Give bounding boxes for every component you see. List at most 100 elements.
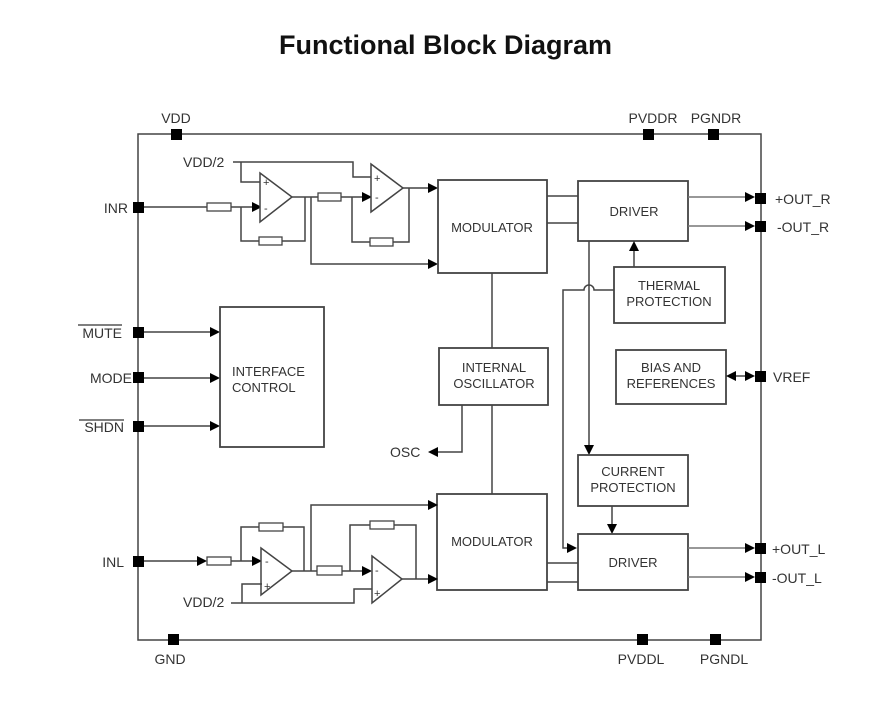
text-driver-r: DRIVER xyxy=(609,204,658,219)
wire-fb2 xyxy=(351,197,370,243)
opamp-l1 xyxy=(260,546,294,597)
chip-boundary xyxy=(137,133,762,641)
label-pvddl: PVDDL xyxy=(618,651,665,667)
arrow-drv-l-thermal xyxy=(567,543,577,553)
wire-l-vddhalf-amp2 xyxy=(231,588,372,604)
pin-pgndr xyxy=(708,129,719,140)
resistor-l-fb1 xyxy=(258,522,284,532)
arrow-osc-out xyxy=(428,447,438,457)
wire-thermal-drv-l xyxy=(562,284,614,549)
arrow-inl xyxy=(197,556,207,566)
arrow-out-r-neg xyxy=(745,221,755,231)
text-thermal-1: THERMAL xyxy=(638,278,700,293)
label-vdd-half-bottom: VDD/2 xyxy=(183,594,224,610)
label-pgndr: PGNDR xyxy=(691,110,742,126)
pin-mute xyxy=(133,327,144,338)
label-osc: OSC xyxy=(390,444,420,460)
arrow-out-r-pos xyxy=(745,192,755,202)
pin-out-l-pos xyxy=(755,543,766,554)
text-bias-2: REFERENCES xyxy=(627,376,716,391)
text-current-2: PROTECTION xyxy=(590,480,675,495)
resistor-r-mid xyxy=(317,192,342,202)
wire-l-vddhalf-amp1 xyxy=(241,583,262,603)
label-out-l-neg: -OUT_L xyxy=(772,570,822,586)
arrow-thermal-drv xyxy=(629,241,639,251)
block-driver-l xyxy=(577,533,689,591)
label-out-r-pos: +OUT_R xyxy=(775,191,831,207)
resistor-r-fb1 xyxy=(258,236,283,246)
wire-vddhalf-amp2 xyxy=(233,161,372,178)
block-internal-oscillator xyxy=(438,347,549,406)
arrow-current-drv xyxy=(607,524,617,534)
wire-l-fb2b xyxy=(394,524,417,579)
opamp-r1 xyxy=(259,171,294,224)
arrow-shdn xyxy=(210,421,220,431)
wire-vddhalf-amp1 xyxy=(240,162,262,183)
arrow-amp1-in xyxy=(252,202,262,212)
pin-pvddl xyxy=(637,634,648,645)
pin-mode xyxy=(133,372,144,383)
label-mute: MUTE xyxy=(82,325,122,341)
arrow-vref-left xyxy=(726,371,736,381)
pin-out-r-neg xyxy=(755,221,766,232)
arrow-mod-l-in1 xyxy=(428,500,438,510)
text-driver-l: DRIVER xyxy=(608,555,657,570)
arrow-current-in xyxy=(584,445,594,455)
opamp-l2 xyxy=(371,554,404,605)
wire-fb2b xyxy=(393,188,410,243)
label-gnd: GND xyxy=(154,651,185,667)
label-vdd-half-top: VDD/2 xyxy=(183,154,224,170)
resistor-l-in xyxy=(206,556,232,566)
resistor-r-in xyxy=(206,202,232,212)
pin-shdn xyxy=(133,421,144,432)
block-driver-r xyxy=(577,180,689,242)
text-current-1: CURRENT xyxy=(601,464,665,479)
arrow-mode xyxy=(210,373,220,383)
pin-inl xyxy=(133,556,144,567)
opamp-r2 xyxy=(370,162,405,214)
arrow-amp2-in xyxy=(362,192,372,202)
text-thermal-2: PROTECTION xyxy=(626,294,711,309)
label-pgndl: PGNDL xyxy=(700,651,748,667)
text-bias-1: BIAS AND xyxy=(641,360,701,375)
label-vref: VREF xyxy=(773,369,810,385)
label-vdd: VDD xyxy=(161,110,191,126)
pin-inr xyxy=(133,202,144,213)
label-pvddr: PVDDR xyxy=(628,110,677,126)
wire-fb1 xyxy=(240,207,259,242)
text-interface-1: INTERFACE xyxy=(232,364,305,379)
arrow-l-amp1-in xyxy=(252,556,262,566)
label-shdn: SHDN xyxy=(84,419,124,435)
block-current-protection xyxy=(577,454,689,507)
block-modulator-r xyxy=(437,179,548,274)
sign-plus: + xyxy=(374,173,380,185)
wire-l-amp1-mod xyxy=(310,504,428,571)
pin-pvddr xyxy=(643,129,654,140)
sign-plus: + xyxy=(374,588,380,600)
sign-minus: - xyxy=(264,203,268,215)
text-modulator-l: MODULATOR xyxy=(451,534,533,549)
pin-vdd xyxy=(171,129,182,140)
block-modulator-l xyxy=(436,493,548,591)
resistor-l-fb2 xyxy=(369,520,395,530)
pin-gnd xyxy=(168,634,179,645)
label-inr: INR xyxy=(104,200,128,216)
sign-plus: + xyxy=(264,581,270,593)
text-osc-1: INTERNAL xyxy=(462,360,526,375)
resistor-l-mid xyxy=(316,565,343,576)
text-interface-2: CONTROL xyxy=(232,380,296,395)
wire-osc-out xyxy=(438,405,463,453)
pin-vref xyxy=(755,371,766,382)
diagram-title: Functional Block Diagram xyxy=(278,30,613,60)
arrow-out-l-pos xyxy=(745,543,755,553)
block-thermal-protection xyxy=(613,266,726,324)
arrow-mod-r-in2 xyxy=(428,259,438,269)
pin-out-r-pos xyxy=(755,193,766,204)
sign-minus: - xyxy=(375,565,379,577)
text-modulator-r: MODULATOR xyxy=(451,220,533,235)
label-inl: INL xyxy=(102,554,124,570)
arrow-mod-r-in1 xyxy=(428,183,438,193)
wire-l-fb1 xyxy=(240,526,259,561)
wire-fb1b xyxy=(282,197,306,242)
